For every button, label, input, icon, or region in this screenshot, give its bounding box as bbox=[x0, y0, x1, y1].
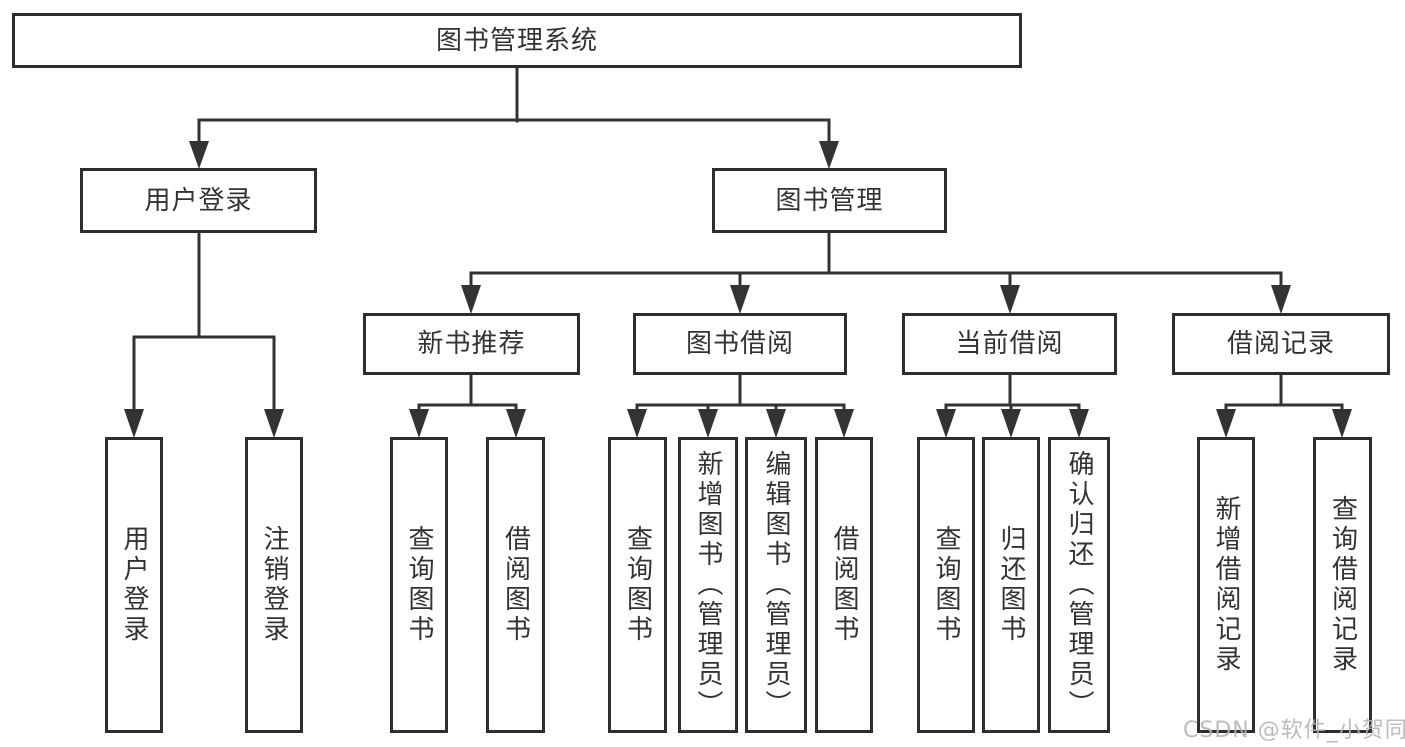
leaf-user-login: 用户登录 bbox=[105, 437, 163, 733]
leaf-recommend-query-books: 查询图书 bbox=[390, 437, 448, 733]
leaf-borrowing-add-books-admin: 新增图书（管理员） bbox=[678, 437, 738, 733]
node-borrow-records: 借阅记录 bbox=[1172, 313, 1390, 375]
node-book-borrowing: 图书借阅 bbox=[633, 313, 847, 375]
leaf-logout: 注销登录 bbox=[245, 437, 303, 733]
leaf-current-query-books: 查询图书 bbox=[917, 437, 975, 733]
node-user-login: 用户登录 bbox=[80, 168, 317, 233]
node-current-borrowing: 当前借阅 bbox=[902, 313, 1117, 375]
node-book-management: 图书管理 bbox=[712, 168, 947, 233]
leaf-recommend-borrow-books: 借阅图书 bbox=[486, 437, 545, 733]
leaf-current-return-books: 归还图书 bbox=[982, 437, 1040, 733]
node-root: 图书管理系统 bbox=[12, 13, 1022, 68]
leaf-current-confirm-return-admin: 确认归还（管理员） bbox=[1048, 437, 1110, 733]
leaf-records-add-record: 新增借阅记录 bbox=[1197, 437, 1255, 733]
node-new-book-recommend: 新书推荐 bbox=[363, 313, 580, 375]
leaf-records-query-record: 查询借阅记录 bbox=[1313, 437, 1372, 733]
leaf-borrowing-edit-books-admin: 编辑图书（管理员） bbox=[745, 437, 807, 733]
leaf-borrowing-query-books: 查询图书 bbox=[608, 437, 667, 733]
csdn-watermark: CSDN @软件_小贺同学 bbox=[1183, 718, 1405, 743]
leaf-borrowing-borrow-books: 借阅图书 bbox=[815, 437, 873, 733]
